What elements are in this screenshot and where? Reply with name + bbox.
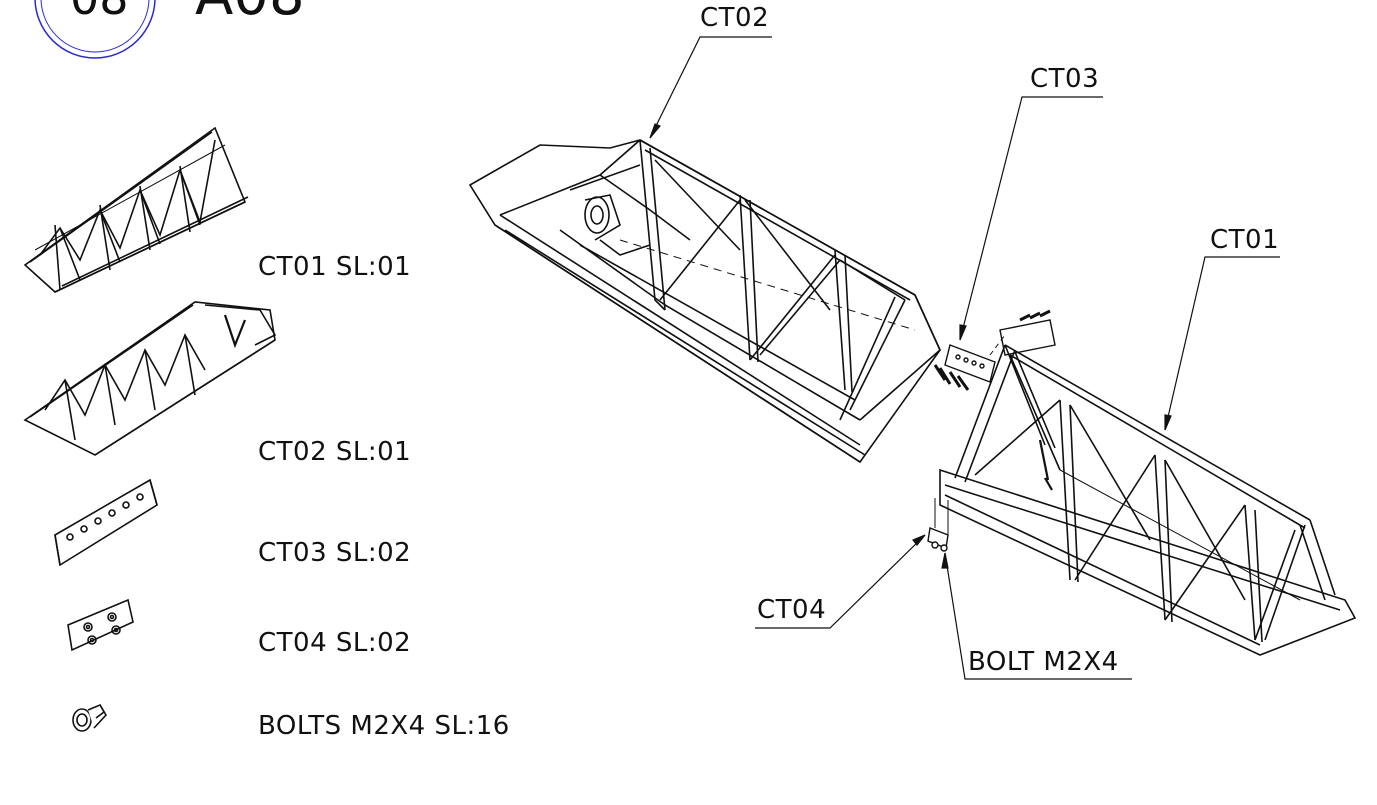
step-title: A08 <box>195 0 305 28</box>
callout-ct01: CT01 <box>1210 225 1280 255</box>
leader-lines <box>649 36 1280 680</box>
parts-list-item-ct02: CT02 SL:01 <box>258 437 412 467</box>
step-number: 08 <box>70 0 129 25</box>
ct03-main-plate <box>933 309 1056 391</box>
callout-ct02: CT02 <box>700 3 770 33</box>
parts-list-item-ct01: CT01 SL:01 <box>258 252 412 282</box>
ct02-thumbnail <box>23 301 277 456</box>
callout-ct04: CT04 <box>757 595 827 625</box>
parts-list-item-bolts: BOLTS M2X4 SL:16 <box>258 711 510 741</box>
ct01-main-truss <box>939 344 1357 656</box>
parts-list-item-ct04: CT04 SL:02 <box>258 628 412 658</box>
callout-ct03: CT03 <box>1030 64 1100 94</box>
ct01-thumbnail <box>23 126 249 293</box>
ct04-thumbnail <box>67 598 134 652</box>
parts-list-item-ct03: CT03 SL:02 <box>258 538 412 568</box>
bolt-thumbnail <box>72 703 107 732</box>
step-number-badge: 08 <box>34 0 156 59</box>
ct02-main-truss <box>468 139 941 464</box>
ct03-thumbnail <box>54 478 158 567</box>
ct04-main-plate <box>927 498 949 552</box>
callout-bolt: BOLT M2X4 <box>968 647 1119 677</box>
